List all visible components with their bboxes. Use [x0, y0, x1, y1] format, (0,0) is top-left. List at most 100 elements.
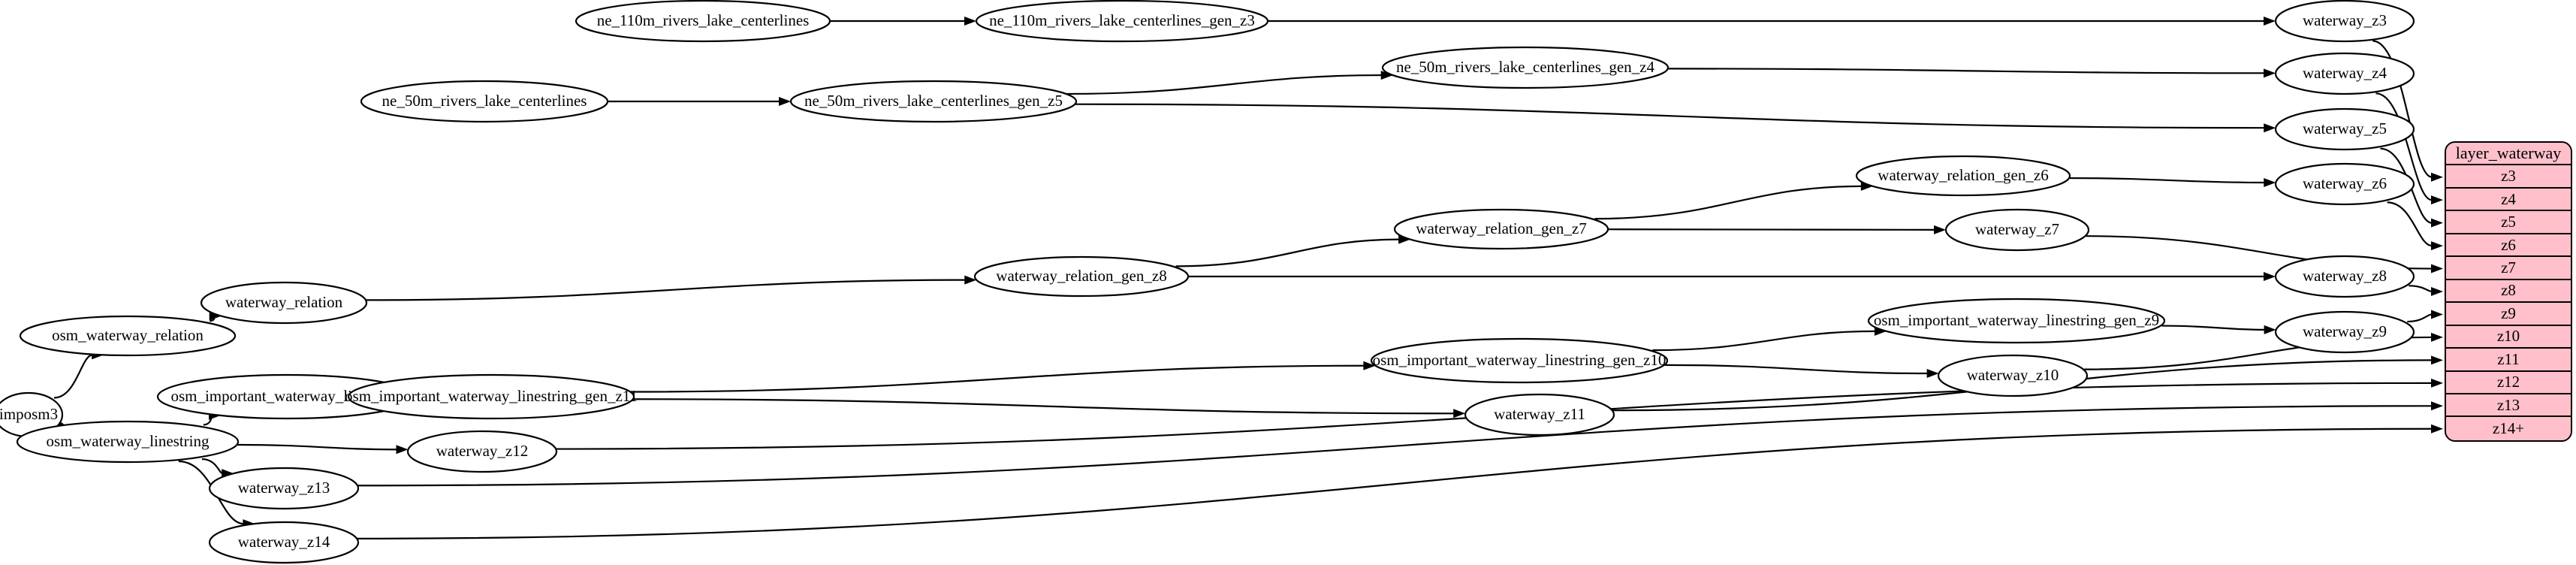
node-waterway_z12[interactable]: waterway_z12 — [406, 430, 558, 473]
layer-table-row-z9[interactable]: z9 — [2446, 303, 2571, 326]
node-label: waterway_z6 — [2303, 174, 2387, 192]
edge-arrowhead — [2431, 355, 2443, 365]
node-waterway_z11[interactable]: waterway_z11 — [1464, 393, 1615, 437]
edge-waterway_z14-to-layer_waterway-z14+ — [357, 428, 2433, 539]
node-waterway_z7[interactable]: waterway_z7 — [1944, 208, 2090, 252]
node-imposm3[interactable]: imposm3 — [0, 391, 64, 438]
node-label: imposm3 — [0, 405, 58, 423]
node-label: waterway_z11 — [1494, 405, 1585, 423]
layer-table-row-z5[interactable]: z5 — [2446, 211, 2571, 234]
node-shape — [360, 80, 609, 123]
node-shape — [208, 521, 360, 564]
node-ne_110m_rivers_lake_centerlines_gen_z3[interactable]: ne_110m_rivers_lake_centerlines_gen_z3 — [975, 0, 1269, 43]
edge-waterway_relation_gen_z6-to-waterway_z6 — [2069, 177, 2265, 184]
edge-arrowhead — [2431, 378, 2443, 388]
edge-arrowhead — [1363, 361, 1376, 370]
node-waterway_z8[interactable]: waterway_z8 — [2274, 255, 2415, 298]
edge-arrowhead — [2431, 241, 2443, 251]
node-osm_important_waterway_linestring_gen_z10[interactable]: osm_important_waterway_linestring_gen_z1… — [1370, 337, 1669, 384]
node-label: waterway_z8 — [2303, 267, 2387, 285]
node-waterway_relation_gen_z8[interactable]: waterway_relation_gen_z8 — [973, 255, 1190, 298]
edge-osm_important_waterway_linestring_gen_z10-to-waterway_z10 — [1664, 364, 1928, 375]
node-label: waterway_z13 — [238, 479, 330, 497]
edge-arrowhead — [2264, 178, 2276, 188]
node-shape — [975, 0, 1269, 43]
node-shape — [208, 467, 360, 510]
node-waterway_relation[interactable]: waterway_relation — [200, 281, 368, 325]
node-label: waterway_z9 — [2303, 322, 2387, 340]
node-shape — [2274, 107, 2415, 151]
node-shape — [1393, 208, 1609, 250]
layer-table-row-z10[interactable]: z10 — [2446, 325, 2571, 349]
layer-table-row-z14plus[interactable]: z14+ — [2446, 417, 2571, 440]
node-label: osm_important_waterway_linestring_gen_z9 — [1874, 311, 2159, 329]
edge-osm_important_waterway_linestring_gen_z11-to-osm_important_waterway_linestring_gen_z10 — [630, 364, 1365, 393]
node-label: waterway_relation_gen_z8 — [996, 267, 1166, 285]
node-shape — [1370, 337, 1669, 384]
edge-ne_50m_rivers_lake_centerlines_gen_z5-to-ne_50m_rivers_lake_centerlines_gen_z4 — [1066, 74, 1382, 95]
node-waterway_z6[interactable]: waterway_z6 — [2274, 162, 2415, 206]
node-waterway_relation_gen_z6[interactable]: waterway_relation_gen_z6 — [1855, 155, 2071, 197]
node-shape — [789, 80, 1078, 123]
node-waterway_z5[interactable]: waterway_z5 — [2274, 107, 2415, 151]
edge-waterway_z4-to-layer_waterway-z4 — [2375, 92, 2433, 201]
node-label: osm_waterway_linestring — [47, 432, 210, 450]
layer-table-row-z7[interactable]: z7 — [2446, 257, 2571, 280]
node-ne_50m_rivers_lake_centerlines[interactable]: ne_50m_rivers_lake_centerlines — [360, 80, 609, 123]
node-shape — [16, 420, 240, 464]
layer-table-row-z3[interactable]: z3 — [2446, 165, 2571, 189]
node-osm_waterway_linestring[interactable]: osm_waterway_linestring — [16, 420, 240, 464]
edge-waterway_relation_gen_z8-to-waterway_relation_gen_z7 — [1175, 238, 1400, 267]
edge-osm_important_waterway_linestring_gen_z11-to-waterway_z11 — [632, 398, 1455, 415]
edge-arrowhead — [1398, 234, 1411, 244]
edge-waterway_z8-to-layer_waterway-z8 — [2409, 285, 2433, 293]
node-shape — [973, 255, 1190, 298]
node-label: ne_110m_rivers_lake_centerlines_gen_z3 — [989, 11, 1255, 29]
node-label: waterway_z12 — [436, 442, 528, 460]
node-waterway_relation_gen_z7[interactable]: waterway_relation_gen_z7 — [1393, 208, 1609, 250]
node-shape — [2274, 255, 2415, 298]
edge-arrowhead — [2431, 218, 2443, 228]
node-waterway_z4[interactable]: waterway_z4 — [2274, 52, 2415, 95]
edge-arrowhead — [2264, 272, 2276, 281]
layer-table-row-z8[interactable]: z8 — [2446, 279, 2571, 304]
node-label: ne_110m_rivers_lake_centerlines — [597, 11, 810, 29]
edge-osm_important_waterway_linestring_gen_z10-to-osm_important_waterway_linestring_gen_z9 — [1652, 330, 1875, 352]
layer-table-row-z13[interactable]: z13 — [2446, 394, 2571, 418]
node-label: waterway_z4 — [2303, 64, 2387, 82]
node-waterway_z10[interactable]: waterway_z10 — [1937, 354, 2089, 397]
node-label: waterway_z7 — [1975, 220, 2059, 238]
node-label: waterway_z10 — [1967, 366, 2059, 384]
layer-table-row-z4[interactable]: z4 — [2446, 188, 2571, 212]
edge-osm_important_waterway_linestring_gen_z9-to-waterway_z9 — [2161, 325, 2265, 331]
node-waterway_z3[interactable]: waterway_z3 — [2274, 0, 2415, 43]
node-ne_110m_rivers_lake_centerlines[interactable]: ne_110m_rivers_lake_centerlines — [575, 0, 831, 43]
edge-waterway_relation_gen_z7-to-waterway_z7 — [1607, 228, 1935, 231]
edge-osm_waterway_linestring-to-waterway_z12 — [237, 443, 397, 451]
node-waterway_z14[interactable]: waterway_z14 — [208, 521, 360, 564]
layer-table-row-z12[interactable]: z12 — [2446, 371, 2571, 394]
edge-arrowhead — [2264, 68, 2276, 78]
edge-osm_waterway_linestring-to-waterway_z13 — [201, 458, 223, 475]
node-label: ne_50m_rivers_lake_centerlines_gen_z5 — [804, 92, 1063, 110]
edge-arrowhead — [2431, 424, 2443, 434]
layer-table-row-z6[interactable]: z6 — [2446, 234, 2571, 258]
edge-arrowhead — [2431, 401, 2443, 411]
node-osm_waterway_relation[interactable]: osm_waterway_relation — [19, 315, 237, 357]
node-waterway_z13[interactable]: waterway_z13 — [208, 467, 360, 510]
node-ne_50m_rivers_lake_centerlines_gen_z5[interactable]: ne_50m_rivers_lake_centerlines_gen_z5 — [789, 80, 1078, 123]
node-label: waterway_z5 — [2303, 119, 2387, 137]
edge-waterway_relation_gen_z7-to-waterway_relation_gen_z6 — [1594, 185, 1862, 220]
edge-waterway_z3-to-layer_waterway-z3 — [2372, 40, 2433, 178]
node-shape — [200, 281, 368, 325]
layer-table-row-z11[interactable]: z11 — [2446, 349, 2571, 372]
node-shape — [1937, 354, 2089, 397]
edge-arrowhead — [1934, 225, 1947, 234]
node-osm_important_waterway_linestring_gen_z9[interactable]: osm_important_waterway_linestring_gen_z9 — [1867, 298, 2166, 344]
node-shape — [2274, 162, 2415, 206]
node-ne_50m_rivers_lake_centerlines_gen_z4[interactable]: ne_50m_rivers_lake_centerlines_gen_z4 — [1381, 46, 1670, 89]
node-waterway_z9[interactable]: waterway_z9 — [2274, 310, 2415, 354]
edge-arrowhead — [2431, 264, 2443, 273]
node-osm_important_waterway_linestring_gen_z11[interactable]: osm_important_waterway_linestring_gen_z1… — [345, 373, 638, 420]
